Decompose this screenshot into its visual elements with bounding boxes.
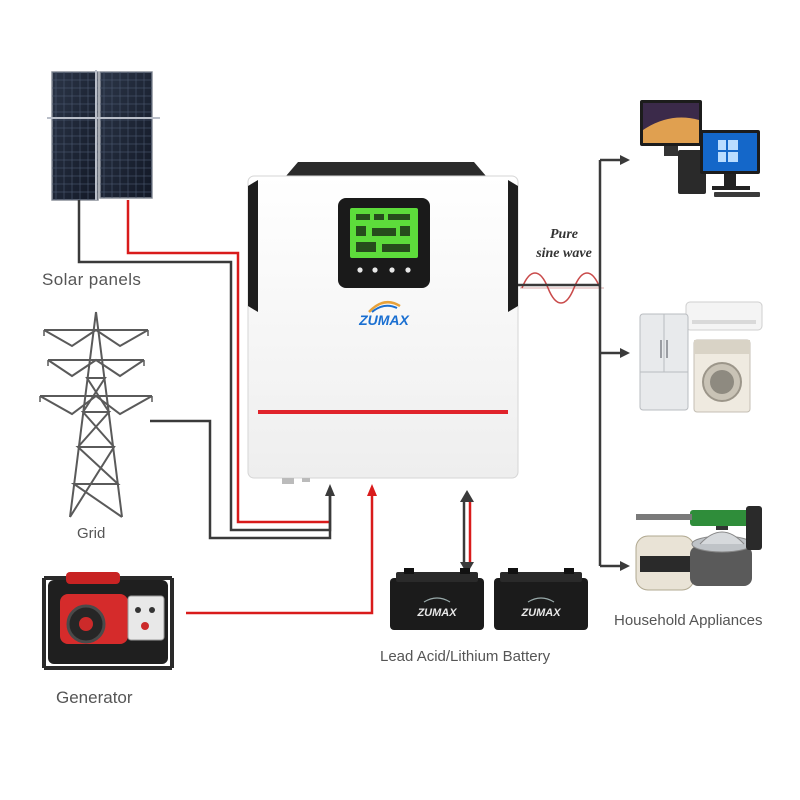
grid-input-arrow [325, 484, 335, 496]
sine-wave-icon [520, 272, 604, 304]
battery-icon: ZUMAX ZUMAX [390, 568, 588, 630]
battery-link [460, 490, 474, 574]
brand-name: ZUMAX [358, 312, 410, 328]
transmission-tower-icon [39, 311, 153, 518]
battery-label: Lead Acid/Lithium Battery [380, 648, 551, 665]
pure-sine-line1: Pure [550, 227, 578, 242]
output-wires [518, 155, 630, 571]
generator-label: Generator [56, 688, 133, 707]
household-appliances-label: Household Appliances [614, 612, 763, 629]
generator-wires [186, 492, 374, 615]
computer-icon [640, 100, 760, 197]
pure-sine-wave-label: Pure sine wave [522, 225, 606, 263]
battery-brand-2: ZUMAX [520, 607, 561, 619]
solar-panels-label: Solar panels [42, 270, 142, 289]
pure-sine-line2: sine wave [536, 246, 592, 261]
generator-input-arrow [367, 484, 377, 496]
grid-label: Grid [77, 525, 106, 542]
brand-logo: ZUMAX [358, 300, 411, 328]
kitchen-appliances-icon [635, 506, 762, 591]
grid-wires [150, 419, 332, 540]
solar-panel-icon [47, 70, 160, 201]
battery-brand-1: ZUMAX [416, 607, 457, 619]
fridge-washer-icon [639, 301, 763, 413]
input-arrows [325, 484, 377, 496]
generator-icon [42, 572, 174, 670]
inverter-icon: ZUMAX [247, 162, 519, 484]
